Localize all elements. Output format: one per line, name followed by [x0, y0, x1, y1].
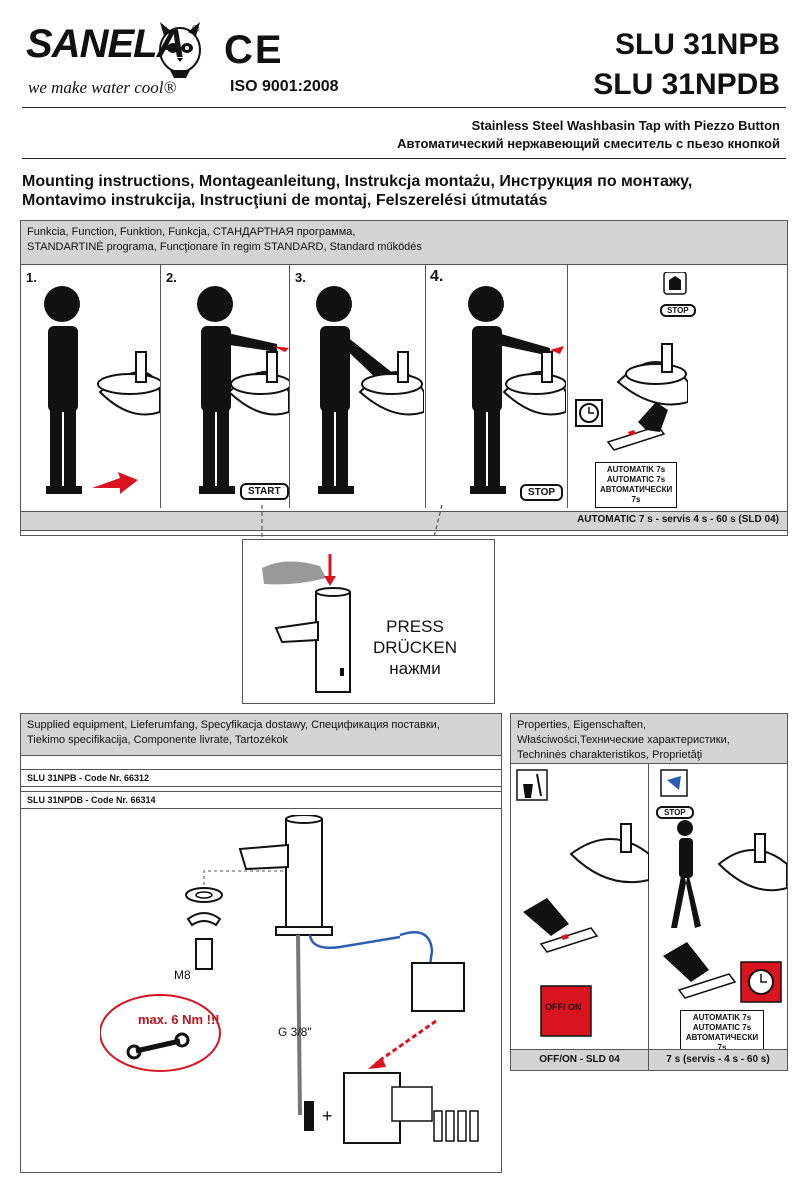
header-divider: [22, 107, 786, 108]
subtitle-divider: [22, 158, 786, 159]
automatic-timing-bar: AUTOMATIC 7 s - servis 4 s - 60 s (SLD 0…: [20, 511, 788, 531]
press-line-en: PRESS: [386, 617, 444, 636]
ce-mark: CE: [224, 28, 284, 72]
step-number-4: 4.: [430, 268, 444, 285]
automatic-7s-box-props: AUTOMATIK 7s AUTOMATIC 7s АВТОМАТИЧЕСКИ …: [680, 1010, 764, 1056]
model-title-1: SLU 31NPB: [614, 28, 780, 61]
properties-header-line-2: Właściwości,Технические характеристики,: [517, 734, 730, 746]
stop-button-label: STOP: [520, 484, 564, 501]
subtitle-ru: Автоматический нержавеющий смеситель с п…: [397, 136, 780, 151]
product-code-1: - Code Nr. 66312: [76, 773, 150, 783]
brand-name: SANELA: [26, 22, 185, 66]
product-code-2: - Code Nr. 66314: [83, 795, 156, 805]
properties-header-line-1: Properties, Eigenschaften,: [517, 719, 647, 731]
product-model-2: SLU 31NPDB: [27, 795, 84, 805]
auto-footer: 7 s (servis - 4 s - 60 s): [648, 1049, 788, 1071]
auto-line-de: AUTOMATIK 7s: [692, 1013, 752, 1022]
step-1-illustration: [44, 286, 160, 494]
step-divider: [425, 265, 426, 508]
step-number-3: 3.: [295, 270, 306, 285]
stop-badge-props: STOP: [656, 806, 694, 819]
model-title-2: SLU 31NPDB: [593, 68, 780, 101]
step-number-2: 2.: [166, 270, 177, 285]
m8-label: M8: [174, 968, 191, 982]
step-divider: [160, 265, 161, 508]
properties-header-line-3: Techninės charakteristikos, Proprietăţi: [517, 749, 703, 761]
supplied-section-header: Supplied equipment, Lieferumfang, Specyf…: [21, 714, 501, 756]
brand-registered-mark: ®: [192, 24, 200, 35]
press-line-de: DRÜCKEN: [372, 638, 458, 657]
subtitle-en: Stainless Steel Washbasin Tap with Piezz…: [471, 118, 780, 133]
function-header-line-1: Funkcia, Function, Funktion, Funkcja, СТ…: [27, 226, 356, 238]
max-torque-label: max. 6 Nm !!!: [138, 1012, 220, 1027]
auto-line-en: AUTOMATIC 7s: [692, 1023, 752, 1032]
automatic-7s-box: AUTOMATIK 7s AUTOMATIC 7s АВТОМАТИЧЕСКИ …: [595, 462, 677, 508]
step-divider: [567, 265, 568, 508]
properties-divider: [648, 764, 649, 1070]
auto-line-en: AUTOMATIC 7s: [606, 475, 666, 484]
brand-logo: [22, 18, 212, 108]
start-button-label: START: [240, 483, 289, 500]
function-header-line-2: STANDARTINĖ programa, Funcţionare în reg…: [27, 241, 422, 253]
offon-label: OFF/ ON: [545, 1002, 582, 1012]
product-row-2: SLU 31NPDB - Code Nr. 66314: [21, 792, 501, 809]
step-2-illustration: [197, 286, 289, 494]
g38-label: G 3/8": [278, 1025, 312, 1039]
supplied-header-line-2: Tiekimo specifikacija, Componente livrat…: [27, 734, 289, 746]
brand-tagline: we make water cool®: [28, 78, 177, 97]
step-divider: [289, 265, 290, 508]
mounting-title-1: Mounting instructions, Montageanleitung,…: [22, 173, 693, 190]
auto-stop-illustration: [660, 769, 787, 1003]
step-3-illustration: [316, 286, 424, 494]
press-label: PRESS DRÜCKEN нажми: [360, 616, 470, 679]
auto-line-de: AUTOMATIK 7s: [606, 465, 666, 474]
supplied-header-line-1: Supplied equipment, Lieferumfang, Specyf…: [27, 719, 440, 731]
auto-line-ru: АВТОМАТИЧЕСКИ 7s: [685, 1033, 759, 1052]
product-row-1: SLU 31NPB - Code Nr. 66312: [21, 770, 501, 787]
plus-sign: +: [322, 1106, 333, 1126]
press-button-illustration: [262, 554, 351, 693]
press-line-ru: нажми: [389, 659, 441, 678]
step-4-illustration: [468, 286, 566, 494]
supplied-parts-illustration: [100, 815, 479, 1144]
offon-footer: OFF/ON - SLD 04: [510, 1049, 649, 1071]
product-model-1: SLU 31NPB: [27, 773, 77, 783]
iso-label: ISO 9001:2008: [230, 78, 339, 95]
mounting-title-2: Montavimo instrukcija, Instrucţiuni de m…: [22, 192, 548, 209]
step-number-1: 1.: [26, 270, 37, 285]
step-5-illustration: [575, 272, 688, 451]
properties-section-header: Properties, Eigenschaften, Właściwości,Т…: [511, 714, 787, 764]
function-section-header: Funkcia, Function, Funktion, Funkcja, СТ…: [21, 221, 787, 265]
offon-illustration: [516, 769, 649, 1037]
stop-badge: STOP: [660, 304, 696, 317]
raccoon-mascot-icon: [159, 22, 201, 78]
auto-line-ru: АВТОМАТИЧЕСКИ 7s: [600, 485, 673, 504]
